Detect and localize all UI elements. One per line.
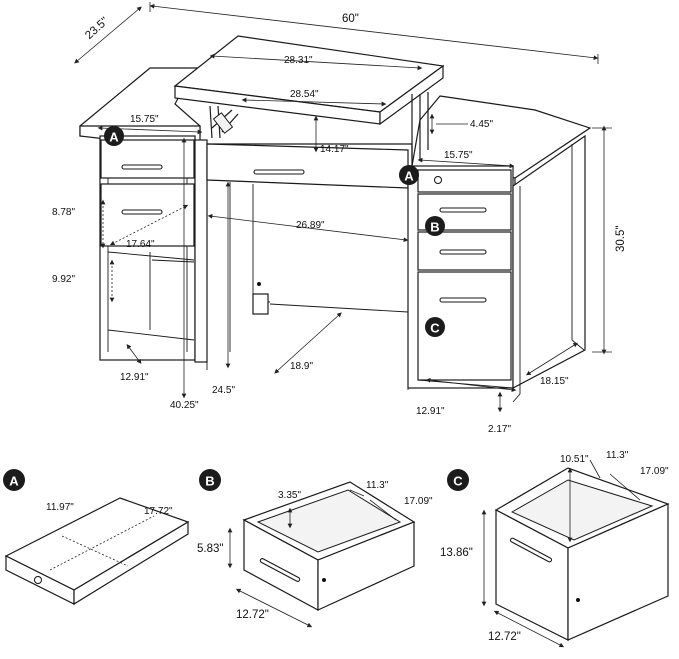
right-drawer-c-handle xyxy=(439,297,487,303)
badge-a-detail: A xyxy=(3,469,25,491)
label-lift-top-depth: 28.54" xyxy=(290,89,319,100)
svg-text:C: C xyxy=(453,474,463,489)
label-drawer-b-front-width: 12.72" xyxy=(236,609,269,621)
badge-b-right: B xyxy=(425,216,445,236)
svg-text:B: B xyxy=(205,474,214,489)
label-drawer-b-inner-height: 3.35" xyxy=(278,490,301,501)
drawer-c-interior xyxy=(510,479,654,541)
label-drawer-c-height: 13.86" xyxy=(440,547,473,559)
label-right-pedestal-width: 15.75" xyxy=(444,150,473,161)
drawer-b-handle xyxy=(259,558,301,582)
drawer-c-side xyxy=(567,503,669,641)
label-drawer-c-front-width: 12.72" xyxy=(488,631,521,643)
label-lift-rise: 4.45" xyxy=(470,119,493,130)
back-panel-foot xyxy=(252,293,269,315)
label-lift-interior: 14.17" xyxy=(320,144,349,155)
drawer-a-side xyxy=(73,520,189,606)
left-drawer-b xyxy=(100,183,195,247)
right-drawer-a xyxy=(417,169,512,193)
svg-text:B: B xyxy=(430,220,439,235)
drawer-b-view: B 3.35" 11.3" 17.09" 5.83" 12.72" xyxy=(197,469,433,628)
label-drawer-b-inner-width: 11.3" xyxy=(366,480,389,491)
label-side-depth: 18.15" xyxy=(540,376,569,387)
left-drawer-a-handle xyxy=(121,164,163,170)
label-drawer-b-height: 5.83" xyxy=(197,543,223,555)
drawer-c-handle xyxy=(509,537,553,563)
label-pedestal-depth: 40.25" xyxy=(170,400,199,411)
label-lift-top-width: 28.31" xyxy=(284,55,313,66)
label-depth: 23.5" xyxy=(83,15,111,42)
center-drawer-handle xyxy=(253,169,305,175)
left-drawer-a xyxy=(100,139,195,179)
right-drawer-b-top-handle xyxy=(439,207,487,213)
drawer-c-view: C 10.51" 11.3" 17.09" 13.86" 12.72" xyxy=(440,450,670,648)
label-height: 30.5" xyxy=(615,226,627,252)
drawer-b-interior xyxy=(256,489,402,553)
label-knee-height: 24.5" xyxy=(212,385,235,396)
left-drawer-b-handle xyxy=(121,209,163,215)
svg-text:A: A xyxy=(9,474,19,489)
center-drawer xyxy=(206,143,409,189)
label-drawer-b-depth: 17.09" xyxy=(404,496,433,507)
label-knee-width: 26.89" xyxy=(296,220,325,231)
label-drawer-c-inner-width: 11.3" xyxy=(606,450,629,461)
right-pedestal-side xyxy=(512,134,586,389)
right-drawer-b-bottom-handle xyxy=(439,249,487,255)
badge-b-detail: B xyxy=(199,469,221,491)
label-drawer-c-inner-height: 10.51" xyxy=(560,454,589,465)
svg-text:A: A xyxy=(109,130,119,145)
label-left-pedestal-base: 12.91" xyxy=(120,372,149,383)
label-shelf-opening-width: 17.64" xyxy=(126,239,155,250)
label-shelf-opening-height: 9.92" xyxy=(52,274,75,285)
badge-c-detail: C xyxy=(447,469,469,491)
drawer-a-view: A 11.97" 17.72" xyxy=(3,469,190,606)
badge-a-left: A xyxy=(104,126,124,146)
label-right-pedestal-base: 12.91" xyxy=(416,406,445,417)
label-drawer-c-depth: 17.09" xyxy=(640,466,669,477)
drawer-b-side xyxy=(317,521,415,611)
label-width: 60" xyxy=(342,13,359,25)
desk-main-view: 60" 23.5" 30.5" 28.31" 28.54" 4.45" 14.1… xyxy=(52,2,627,435)
label-kneehole-depth: 18.9" xyxy=(290,361,313,372)
badge-c-right: C xyxy=(425,317,445,337)
label-drawer-a-width: 17.72" xyxy=(144,506,173,517)
badge-a-right: A xyxy=(399,165,419,185)
svg-text:C: C xyxy=(430,321,440,336)
label-left-pedestal-width: 15.75" xyxy=(130,114,159,125)
label-drawer-opening-height: 8.78" xyxy=(52,207,75,218)
label-foot-height: 2.17" xyxy=(488,424,511,435)
left-pedestal-side xyxy=(194,139,208,363)
svg-text:A: A xyxy=(404,169,414,184)
label-drawer-a-depth: 11.97" xyxy=(46,502,74,513)
